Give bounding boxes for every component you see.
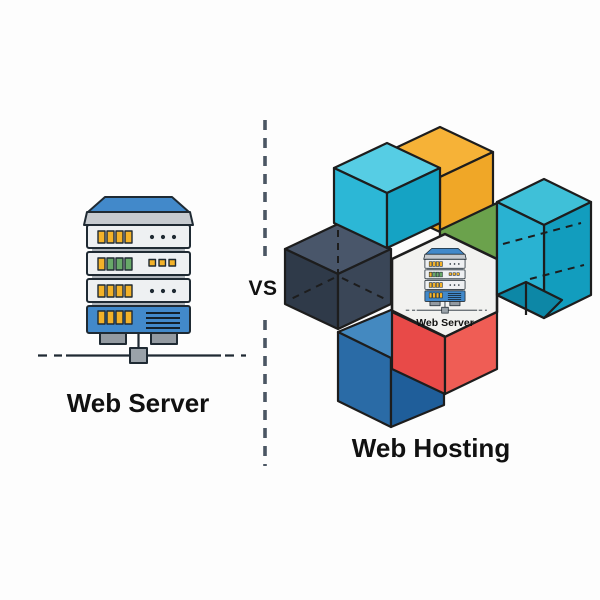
dark-cube-hidden-edges xyxy=(290,230,386,300)
hexagon-server-label: Web Server xyxy=(416,317,474,329)
cube-front-red xyxy=(390,310,499,396)
open-cube-hidden-edges xyxy=(496,208,585,280)
cube-top-left-cyan xyxy=(332,141,442,250)
cube-right-cyan-open xyxy=(495,177,593,320)
web-server-label: Web Server xyxy=(67,388,210,418)
web-server-icon xyxy=(36,195,248,365)
web-hosting-label: Web Hosting xyxy=(352,433,510,463)
vs-label: VS xyxy=(248,277,277,300)
